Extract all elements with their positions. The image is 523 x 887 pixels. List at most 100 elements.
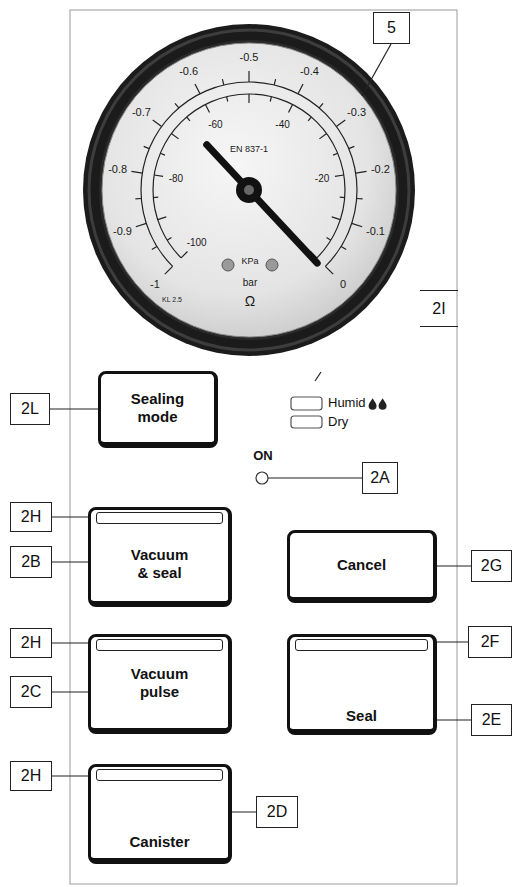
callout-number: 2E <box>471 704 512 736</box>
scale-tick <box>308 117 311 121</box>
gauge-text: 0 <box>340 278 346 290</box>
scale-tick <box>171 134 178 139</box>
callout-number: 2I <box>420 290 458 327</box>
scale-tick <box>167 238 171 241</box>
scale-tick <box>327 238 331 241</box>
gauge-text: -0.9 <box>113 225 132 237</box>
scale-tick <box>160 153 165 155</box>
scale-tick <box>136 223 146 226</box>
callout-number: 2H <box>10 761 52 791</box>
button-label: Canister <box>129 833 189 851</box>
scale-tick <box>131 171 142 173</box>
gauge-text: KPa <box>241 257 258 267</box>
needle-hub <box>236 177 262 203</box>
scale-tick <box>341 246 346 249</box>
control-button: Vacuum & seal <box>88 507 232 607</box>
gauge-text: -0.4 <box>300 65 319 77</box>
panel-text: Dry <box>328 415 348 429</box>
scale-tick <box>352 223 362 226</box>
callout-number: 5 <box>373 12 410 44</box>
tick-mark <box>315 372 321 381</box>
droplet-icon <box>369 398 387 410</box>
scale-tick <box>135 198 141 200</box>
scale-tick <box>319 103 323 108</box>
control-button: Vacuum pulse <box>88 634 232 734</box>
scale-arc <box>153 94 345 258</box>
button-label: Vacuum & seal <box>127 546 193 582</box>
gauge-text: -0.3 <box>347 106 366 118</box>
callout-number: 2F <box>468 626 512 658</box>
scale-tick <box>298 84 303 94</box>
button-label: Cancel <box>337 556 386 574</box>
scale-tick <box>335 175 344 176</box>
control-button: Cancel <box>287 530 437 603</box>
scale-tick <box>248 71 249 82</box>
scale-tick <box>336 120 345 126</box>
scale-tick <box>319 134 326 139</box>
scale-tick <box>288 104 292 112</box>
leader-line <box>268 477 362 478</box>
scale-tick <box>274 79 275 85</box>
scale-tick <box>154 175 163 176</box>
panel-text: ON <box>253 449 273 463</box>
gauge-screw <box>266 259 278 271</box>
scale-tick <box>144 146 150 148</box>
gauge-rim <box>99 40 399 340</box>
button-label: Seal <box>346 707 377 725</box>
scale-arc <box>141 82 357 266</box>
indicator-light <box>96 769 223 781</box>
gauge-text: bar <box>243 277 257 288</box>
scale-tick <box>332 217 341 220</box>
gauge-text: -0.7 <box>132 106 151 118</box>
scale-tick <box>248 94 249 103</box>
gauge-text: -0.6 <box>179 65 198 77</box>
gauge-text: -0.2 <box>371 163 390 175</box>
gauge-screw <box>222 259 234 271</box>
gauge-text: -0.5 <box>240 51 259 63</box>
droplet <box>369 398 377 410</box>
gauge-text: -40 <box>275 119 289 130</box>
leader-line <box>362 44 391 96</box>
scale-tick <box>222 79 223 85</box>
scale-tick <box>270 97 271 102</box>
needle-cap <box>244 185 254 195</box>
scale-tick <box>158 217 167 220</box>
gauge-text: -80 <box>169 173 183 184</box>
panel-text: Humid <box>328 396 366 410</box>
control-button: Canister <box>88 764 232 864</box>
gauge-text: -0.8 <box>108 163 127 175</box>
scale-tick <box>152 246 157 249</box>
gauge-text: -20 <box>315 173 329 184</box>
callout-number: 2H <box>10 502 52 532</box>
control-button: Sealing mode <box>98 371 218 448</box>
gauge-text: -1 <box>150 278 160 290</box>
gauge-face <box>102 43 396 337</box>
scale-tick <box>153 120 162 126</box>
scale-tick <box>153 197 158 199</box>
callout-number: 2C <box>10 676 52 708</box>
button-label: Sealing mode <box>125 390 191 426</box>
button-label: Vacuum pulse <box>127 665 193 701</box>
leader-line <box>50 408 98 409</box>
humid-led <box>291 397 322 410</box>
indicator-light <box>96 512 223 524</box>
callout-number: 2D <box>256 796 298 828</box>
panel-outline <box>70 10 457 884</box>
gauge-text: -100 <box>187 237 207 248</box>
gauge-text: Ω <box>245 294 255 309</box>
scale-tick <box>349 146 355 148</box>
power-led <box>256 472 268 484</box>
callout-number: 2B <box>10 546 52 578</box>
scale-tick <box>340 197 345 199</box>
gauge-needle <box>207 145 318 263</box>
scale-tick <box>357 198 363 200</box>
scale-tick <box>356 171 367 173</box>
scale-tick <box>181 252 187 258</box>
leader-lines <box>50 44 471 812</box>
callout-number: 2H <box>10 628 52 658</box>
dry-led <box>291 416 322 428</box>
gauge-text: -0.1 <box>366 225 385 237</box>
callout-number: 2A <box>362 462 398 494</box>
